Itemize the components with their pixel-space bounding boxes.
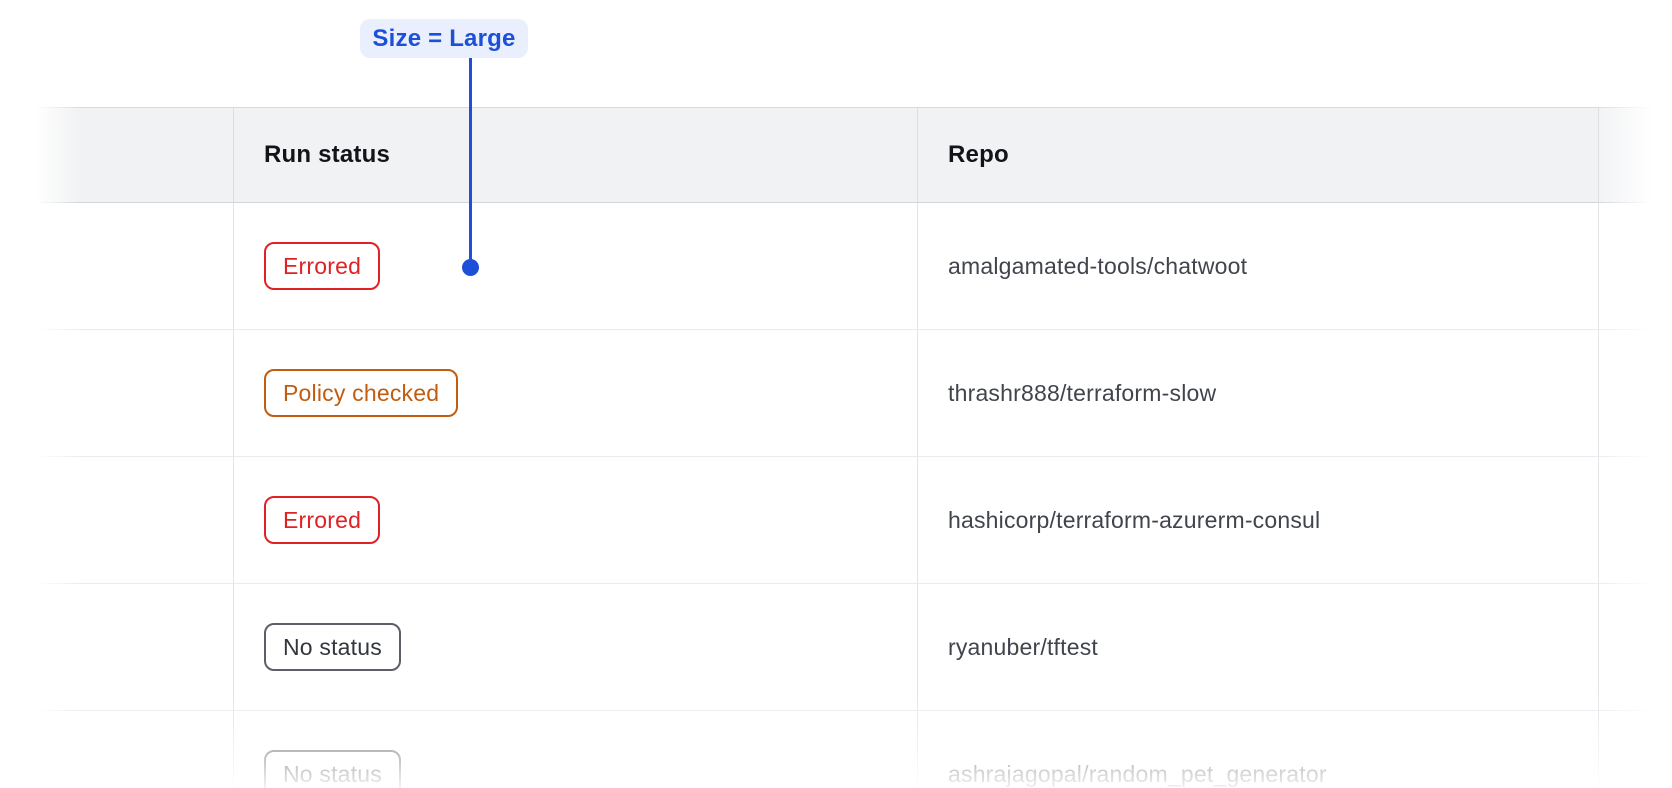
- run-status-column-label: Run status: [264, 141, 391, 168]
- size-annotation-pointer-line: [469, 58, 472, 261]
- table-row[interactable]: Errored amalgamated-tools/chatwoot: [0, 203, 1672, 330]
- repo-name: ashrajagopal/random_pet_generator: [948, 760, 1327, 787]
- runs-table: Run status Repo Errored amalgamated-tool…: [0, 107, 1672, 788]
- header-cell-repo: Repo: [917, 108, 1598, 202]
- run-status-badge: No status: [264, 750, 401, 788]
- row-cell-repo: amalgamated-tools/chatwoot: [917, 203, 1598, 329]
- row-cell-empty: [0, 330, 233, 456]
- row-cell-empty: [0, 203, 233, 329]
- row-cell-repo: ryanuber/tftest: [917, 584, 1598, 710]
- table-row[interactable]: Errored hashicorp/terraform-azurerm-cons…: [0, 457, 1672, 584]
- table-row[interactable]: No status ryanuber/tftest: [0, 584, 1672, 711]
- row-cell-repo: hashicorp/terraform-azurerm-consul: [917, 457, 1598, 583]
- table-row[interactable]: No status ashrajagopal/random_pet_genera…: [0, 711, 1672, 788]
- table-body: Errored amalgamated-tools/chatwoot Polic…: [0, 203, 1672, 788]
- repo-name: thrashr888/terraform-slow: [948, 379, 1217, 406]
- repo-name: ryanuber/tftest: [948, 633, 1099, 660]
- row-cell-edge: [1598, 457, 1672, 583]
- repo-name: hashicorp/terraform-azurerm-consul: [948, 506, 1321, 533]
- header-cell-empty: [0, 108, 233, 202]
- row-cell-run-status: No status: [233, 711, 917, 788]
- row-cell-empty: [0, 711, 233, 788]
- repo-column-label: Repo: [948, 141, 1009, 168]
- size-annotation-pointer-dot: [462, 259, 479, 276]
- row-cell-run-status: Errored: [233, 203, 917, 329]
- run-status-badge: Policy checked: [264, 369, 459, 417]
- row-cell-edge: [1598, 584, 1672, 710]
- row-cell-edge: [1598, 330, 1672, 456]
- row-cell-run-status: No status: [233, 584, 917, 710]
- table-header-row: Run status Repo: [0, 107, 1672, 203]
- header-cell-run-status: Run status: [233, 108, 917, 202]
- row-cell-edge: [1598, 711, 1672, 788]
- row-cell-empty: [0, 584, 233, 710]
- row-cell-edge: [1598, 203, 1672, 329]
- table-row[interactable]: Policy checked thrashr888/terraform-slow: [0, 330, 1672, 457]
- run-status-badge: Errored: [264, 242, 381, 290]
- run-status-badge: No status: [264, 623, 401, 671]
- row-cell-repo: ashrajagopal/random_pet_generator: [917, 711, 1598, 788]
- row-cell-repo: thrashr888/terraform-slow: [917, 330, 1598, 456]
- repo-name: amalgamated-tools/chatwoot: [948, 252, 1248, 279]
- row-cell-run-status: Errored: [233, 457, 917, 583]
- row-cell-run-status: Policy checked: [233, 330, 917, 456]
- run-status-badge: Errored: [264, 496, 381, 544]
- row-cell-empty: [0, 457, 233, 583]
- header-cell-edge: [1598, 108, 1672, 202]
- size-annotation-pill: Size = Large: [360, 19, 528, 58]
